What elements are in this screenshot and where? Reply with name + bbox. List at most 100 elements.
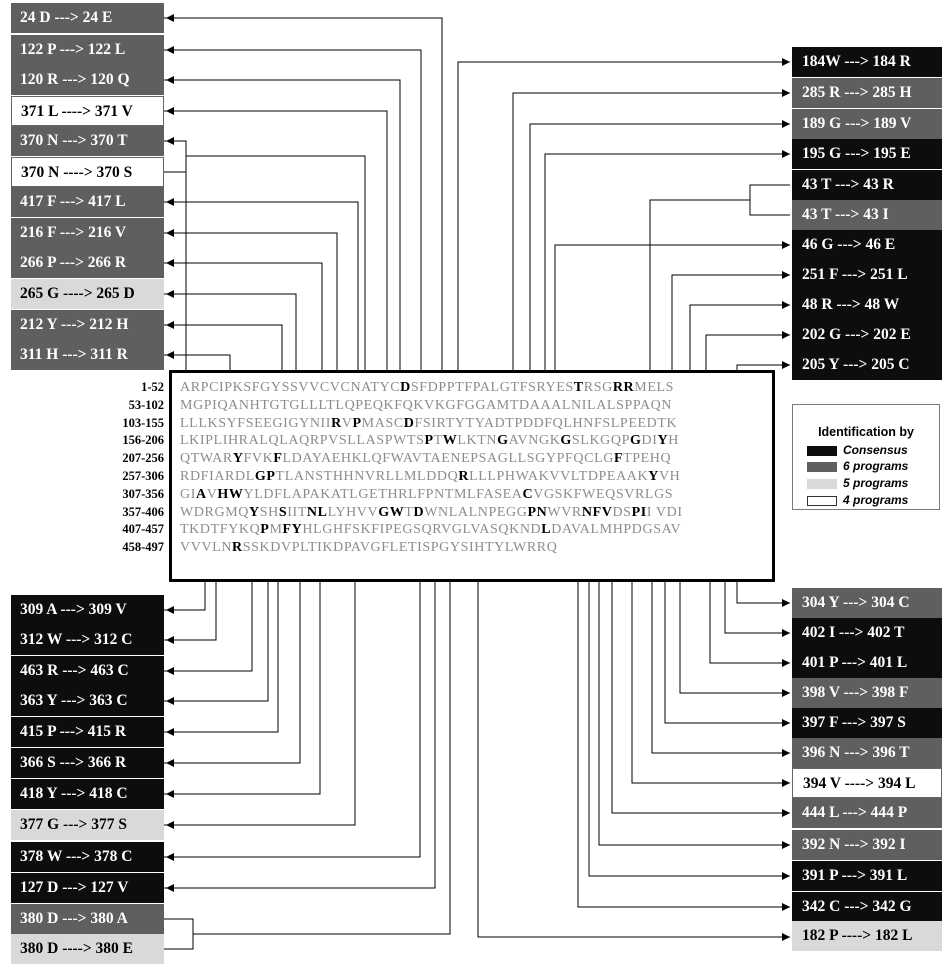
connector-line: [164, 570, 269, 702]
connector-line: [164, 324, 283, 390]
left-mutation-box: 212 Y ---> 212 H: [11, 310, 164, 340]
connector-arrowhead: [782, 361, 790, 369]
connector-line: [679, 570, 790, 694]
sequence-range-label: 407-457: [122, 522, 164, 537]
legend-swatch: [807, 479, 837, 489]
connector-arrowhead: [166, 14, 174, 22]
legend-swatch: [807, 446, 837, 456]
connector-arrowhead: [166, 884, 174, 892]
connector-line: [164, 570, 279, 733]
legend-swatch: [807, 496, 837, 506]
left-mutation-box: 127 D ---> 127 V: [11, 873, 164, 903]
left-mutation-box: 380 D ----> 380 E: [11, 934, 164, 964]
connector-arrowhead: [782, 903, 790, 911]
sequence-range-label: 357-406: [122, 504, 164, 519]
right-mutation-box: 401 P ---> 401 L: [792, 648, 942, 678]
sequence-range-label: 156-206: [122, 433, 164, 448]
left-mutation-box: 24 D ---> 24 E: [11, 3, 164, 33]
connector-arrowhead: [166, 853, 174, 861]
right-mutation-box: 189 G ---> 189 V: [792, 109, 942, 139]
connector-arrowhead: [782, 599, 790, 607]
mutated-residue: L: [541, 522, 552, 538]
left-mutation-box: 122 P ---> 122 L: [11, 35, 164, 65]
connector-line: [164, 570, 421, 858]
connector-line: [164, 141, 187, 173]
right-mutation-box: 397 F ---> 397 S: [792, 708, 942, 738]
right-mutation-box: 304 Y ---> 304 C: [792, 588, 942, 618]
right-mutation-box: 48 R ---> 48 W: [792, 290, 942, 320]
connector-line: [186, 155, 366, 390]
connector-arrowhead: [782, 659, 790, 667]
connector-line: [164, 293, 297, 390]
right-mutation-box: 398 V ---> 398 F: [792, 678, 942, 708]
left-mutation-box: 371 L ----> 371 V: [11, 96, 164, 126]
mutated-residue: V: [601, 504, 613, 520]
left-mutation-box: 463 R ---> 463 C: [11, 656, 164, 686]
connector-arrowhead: [782, 629, 790, 637]
mutated-residue: G: [630, 433, 642, 449]
connector-arrowhead: [166, 759, 174, 767]
connector-line: [709, 570, 790, 664]
left-mutation-box: 216 F ---> 216 V: [11, 218, 164, 248]
connector-line: [749, 184, 790, 216]
connector-line: [529, 123, 790, 390]
left-mutation-box: 370 N ---> 370 T: [11, 126, 164, 156]
connector-line: [689, 304, 790, 390]
mutated-residue: P: [260, 522, 270, 538]
connector-arrowhead: [166, 697, 174, 705]
connector-arrowhead: [166, 229, 174, 237]
left-mutation-box: 312 W ---> 312 C: [11, 625, 164, 655]
connector-line: [164, 140, 187, 390]
mutated-residue: W: [228, 486, 244, 502]
mutated-residue: G: [497, 433, 509, 449]
connector-line: [544, 153, 790, 390]
mutated-residue: F: [273, 451, 283, 467]
connector-arrowhead: [782, 271, 790, 279]
mutated-residue: P: [527, 504, 537, 520]
connector-line: [164, 79, 401, 390]
mutated-residue: L: [317, 504, 328, 520]
legend-title: Identification by: [818, 425, 914, 439]
right-mutation-box: 195 G ---> 195 E: [792, 139, 942, 169]
left-mutation-box: 378 W ---> 378 C: [11, 842, 164, 872]
connector-arrowhead: [782, 331, 790, 339]
connector-arrowhead: [166, 790, 174, 798]
connector-arrowhead: [166, 46, 174, 54]
right-mutation-box: 285 R ---> 285 H: [792, 78, 942, 108]
legend: Identification by Consensus 6 programs 5…: [792, 404, 940, 510]
left-mutation-box: 311 H ---> 311 R: [11, 340, 164, 370]
connector-line: [671, 274, 790, 390]
mutated-residue: N: [306, 504, 318, 520]
sequence-range-label: 53-102: [128, 397, 164, 412]
connector-line: [631, 570, 790, 784]
right-mutation-box: 46 G ---> 46 E: [792, 230, 942, 260]
connector-arrowhead: [782, 89, 790, 97]
connector-arrowhead: [166, 821, 174, 829]
connector-arrowhead: [166, 137, 174, 145]
right-mutation-box: 184W ---> 184 R: [792, 47, 942, 77]
right-mutation-box: 342 C ---> 342 G: [792, 892, 942, 922]
sequence-line: LLLKSYFSEEGIGYNIIRVPMASCDFSIRTYTYADTPDDF…: [180, 415, 678, 431]
sequence-line: LKIPLIHRALQLAQRPVSLLASPWTSPTWLKTNGAVNGKG…: [180, 433, 679, 449]
connector-arrowhead: [782, 809, 790, 817]
connector-line: [164, 17, 443, 390]
connector-line: [164, 110, 388, 390]
mutated-residue: G: [378, 504, 390, 520]
mutated-residue: R: [331, 415, 342, 431]
legend-label: 6 programs: [843, 459, 909, 473]
mutated-residue: R: [458, 469, 470, 484]
connector-line: [164, 570, 217, 641]
connector-arrowhead: [782, 58, 790, 66]
left-mutation-box: 417 F ---> 417 L: [11, 187, 164, 217]
right-mutation-box: 251 F ---> 251 L: [792, 260, 942, 290]
right-mutation-box: 43 T ---> 43 I: [792, 200, 942, 230]
connector-arrowhead: [782, 933, 790, 941]
connector-arrowhead: [166, 351, 174, 359]
mutated-residue: F: [592, 504, 602, 520]
right-mutation-box: 396 N ---> 396 T: [792, 738, 942, 768]
right-mutation-box: 182 P ----> 182 L: [792, 921, 942, 951]
mutated-residue: Y: [232, 451, 244, 467]
right-mutation-box: 202 G ---> 202 E: [792, 320, 942, 350]
mutated-residue: Y: [249, 504, 260, 520]
right-mutation-box: 394 V ----> 394 L: [792, 768, 942, 798]
